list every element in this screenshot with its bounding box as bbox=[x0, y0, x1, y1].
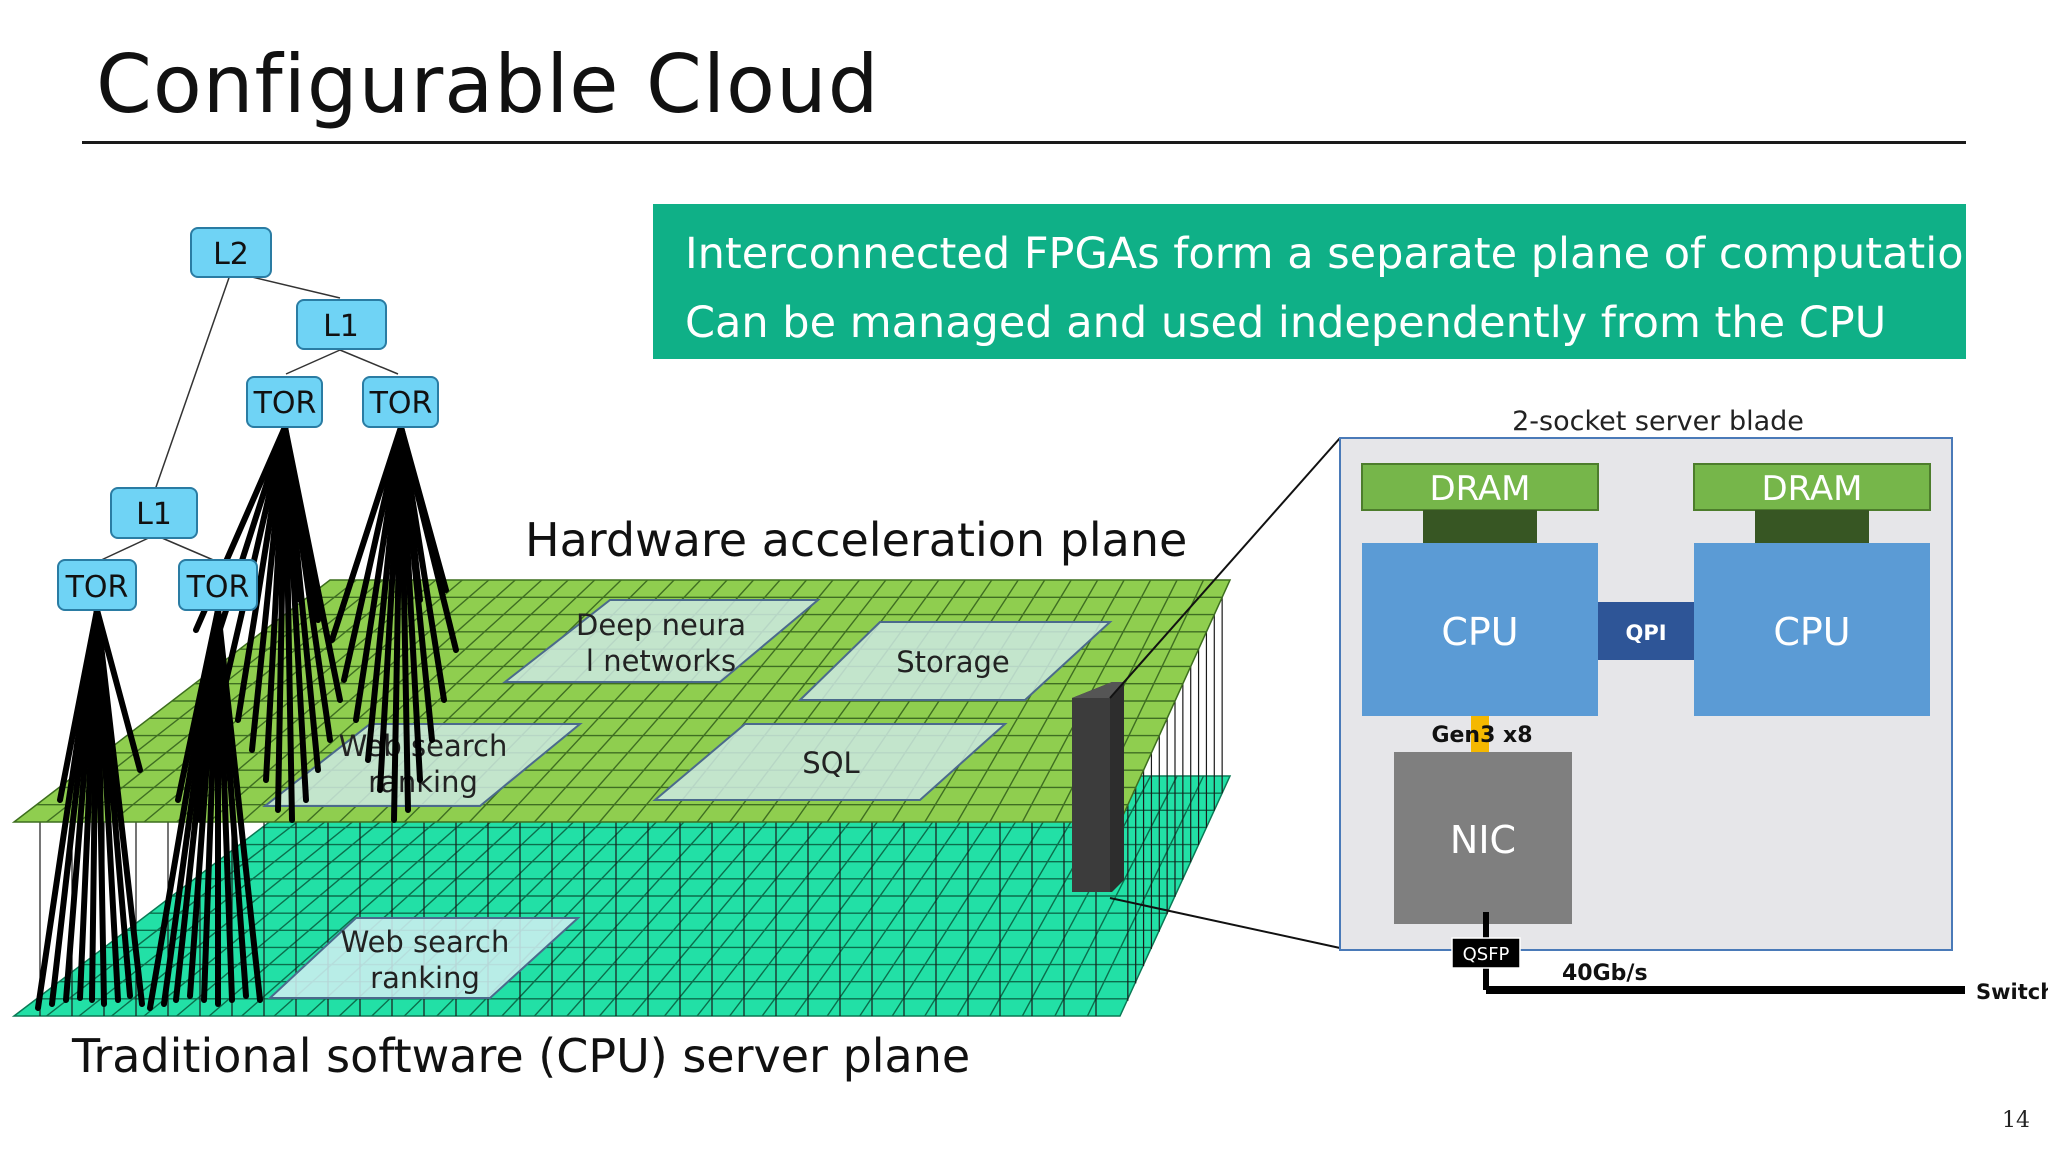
slide-title: Configurable Cloud bbox=[96, 38, 880, 131]
region-deep-nn: Deep neura l networks bbox=[502, 599, 821, 683]
cpu-left: CPU bbox=[1362, 543, 1598, 716]
nic: NIC bbox=[1394, 752, 1572, 924]
node-tor-3: TOR bbox=[57, 559, 137, 611]
blade-caption: 2-socket server blade bbox=[1512, 406, 1804, 437]
storage-label: Storage bbox=[896, 645, 1009, 679]
callout-line-1: Interconnected FPGAs form a separate pla… bbox=[685, 229, 1991, 279]
callout-box: Interconnected FPGAs form a separate pla… bbox=[653, 204, 1991, 359]
qpi-link: QPI bbox=[1598, 602, 1694, 660]
node-l2: L2 bbox=[190, 227, 272, 278]
region-storage: Storage bbox=[797, 621, 1113, 701]
region-sql: SQL bbox=[652, 723, 1008, 801]
bottom-web-search-label-1: Web search bbox=[341, 925, 510, 959]
deep-nn-label-2: l networks bbox=[586, 644, 736, 678]
link-speed: 40Gb/s bbox=[1562, 961, 1648, 986]
node-l1-left: L1 bbox=[110, 487, 198, 539]
page-number: 14 bbox=[2002, 1108, 2030, 1133]
svg-text:L1: L1 bbox=[136, 497, 172, 532]
tor-server-links bbox=[35, 424, 459, 1011]
svg-text:TOR: TOR bbox=[186, 570, 250, 605]
software-plane-label: Traditional software (CPU) server plane bbox=[71, 1029, 970, 1083]
dram-left: DRAM bbox=[1361, 463, 1599, 511]
web-search-label-2: ranking bbox=[368, 765, 478, 799]
node-tor-1: TOR bbox=[246, 376, 323, 428]
dram-left-connector bbox=[1423, 510, 1537, 543]
web-search-label-1: Web search bbox=[339, 729, 508, 763]
svg-text:TOR: TOR bbox=[369, 386, 433, 421]
svg-text:QSFP: QSFP bbox=[1463, 944, 1510, 965]
title-divider bbox=[82, 141, 1966, 144]
sql-label: SQL bbox=[802, 746, 859, 780]
dram-right: DRAM bbox=[1693, 463, 1931, 511]
node-l1-right: L1 bbox=[296, 299, 387, 350]
svg-text:DRAM: DRAM bbox=[1429, 469, 1530, 509]
svg-text:TOR: TOR bbox=[65, 570, 129, 605]
switch-label: Switch bbox=[1976, 980, 2048, 1004]
node-tor-4: TOR bbox=[178, 559, 258, 611]
hardware-plane-label: Hardware acceleration plane bbox=[525, 513, 1187, 567]
cpu-right: CPU bbox=[1694, 543, 1930, 716]
zoom-line-top bbox=[1109, 437, 1341, 699]
region-web-search-bottom: Web search ranking bbox=[267, 917, 581, 999]
svg-text:TOR: TOR bbox=[253, 386, 317, 421]
svg-text:QPI: QPI bbox=[1625, 621, 1666, 645]
svg-text:L2: L2 bbox=[213, 237, 249, 272]
svg-text:L1: L1 bbox=[323, 309, 359, 344]
svg-text:CPU: CPU bbox=[1441, 610, 1518, 654]
pcie-label: Gen3 x8 bbox=[1431, 723, 1532, 748]
qsfp-port: QSFP bbox=[1451, 937, 1521, 969]
dram-right-connector bbox=[1755, 510, 1869, 543]
svg-text:CPU: CPU bbox=[1773, 610, 1850, 654]
callout-line-2: Can be managed and used independently fr… bbox=[685, 298, 1887, 348]
server-blade-column bbox=[1072, 682, 1124, 892]
node-tor-2: TOR bbox=[362, 376, 439, 428]
bottom-web-search-label-2: ranking bbox=[370, 961, 480, 995]
zoom-line-bottom bbox=[1109, 897, 1341, 949]
deep-nn-label-1: Deep neura bbox=[576, 608, 746, 642]
svg-text:NIC: NIC bbox=[1450, 818, 1516, 862]
pcie-link bbox=[1471, 716, 1489, 752]
svg-text:DRAM: DRAM bbox=[1761, 469, 1862, 509]
